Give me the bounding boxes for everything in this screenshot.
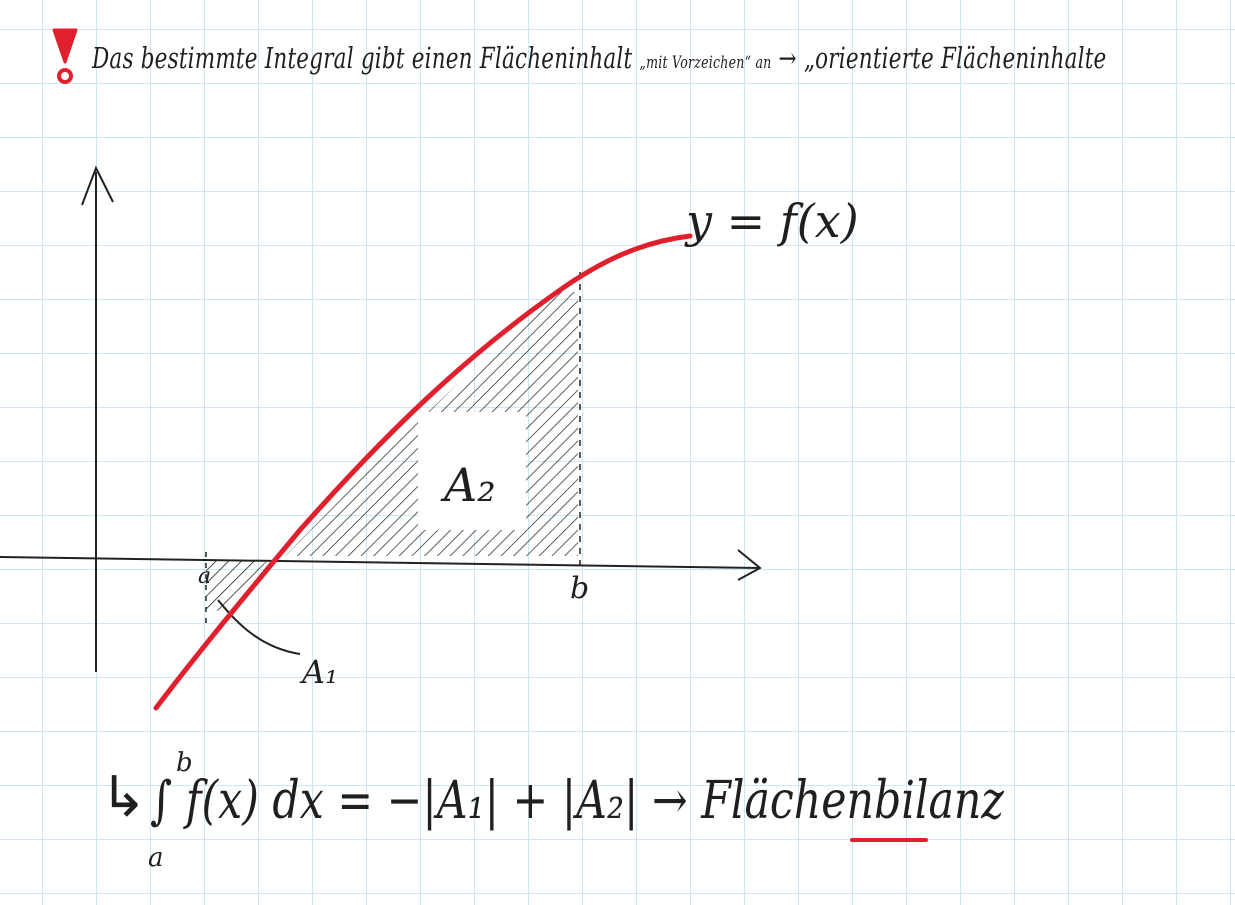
lower-bound-label: a	[198, 564, 212, 589]
upper-bound-label: b	[570, 571, 590, 606]
formula-word-prefix: Flächen	[701, 771, 874, 831]
area-a2-hatch	[285, 292, 578, 556]
integral-formula: ∫ f(x) dx = −|A₁| + |A₂| → Flächenbilanz	[150, 775, 1004, 827]
conclusion-arrow-icon: ↳	[100, 765, 147, 830]
header-arrow: →	[778, 41, 797, 75]
y-axis	[81, 165, 114, 672]
integral-expression: ∫ f(x) dx = −|A₁| + |A₂|	[150, 771, 639, 831]
x-axis	[0, 549, 762, 581]
formula-word-underlined: bilanz	[873, 771, 1004, 831]
header-part1: Das bestimmte Integral gibt einen Fläche…	[92, 41, 633, 75]
header-small: „mit Vorzeichen“ an	[639, 53, 772, 73]
a1-pointer	[217, 599, 301, 655]
formula-arrow: →	[651, 771, 688, 831]
function-label: y = f(x)	[686, 194, 859, 248]
integral-upper-limit: b	[176, 748, 193, 778]
area-a1-hatch	[206, 560, 268, 612]
integral-lower-limit: a	[148, 843, 164, 873]
warning-exclamation-icon	[52, 28, 78, 84]
area-a2-label: A₂	[444, 458, 496, 512]
header-text: Das bestimmte Integral gibt einen Fläche…	[92, 44, 1106, 73]
area-a1-label: A₁	[302, 653, 338, 691]
header-part2: „orientierte Flächeninhalte	[803, 41, 1107, 75]
function-curve	[153, 233, 693, 711]
